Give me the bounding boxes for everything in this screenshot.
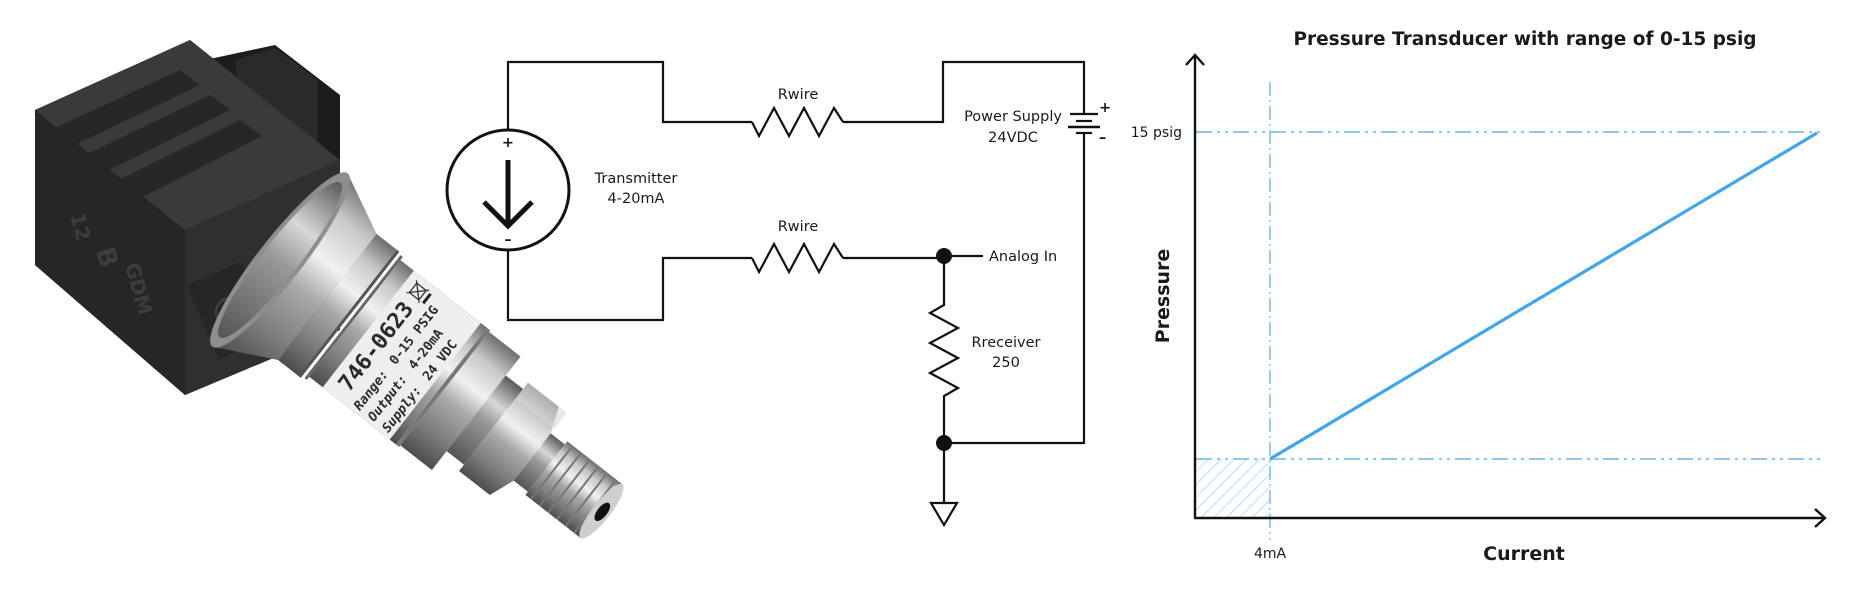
- x-axis-label: Current: [1483, 543, 1565, 565]
- node-ground: [936, 435, 952, 451]
- weee-bin-icon: [406, 280, 432, 305]
- x-axis-arrow-icon: [1814, 508, 1827, 528]
- dead-zone-hatch: [1196, 459, 1270, 517]
- pressure-port: [594, 502, 611, 522]
- analog-in-label: Analog In: [989, 249, 1057, 265]
- wire-right: [944, 133, 1086, 445]
- circuit-schematic: + – Transmitter 4-20mA Rwire Rwire Power…: [445, 60, 1111, 528]
- battery-icon: [1068, 112, 1100, 135]
- y-axis-label: Pressure: [1152, 249, 1174, 344]
- receiver-value: 250: [992, 355, 1020, 371]
- wire-top-right: [843, 60, 1086, 124]
- chart-title: Pressure Transducer with range of 0-15 p…: [1293, 29, 1756, 50]
- battery-plus: +: [1099, 100, 1111, 116]
- receiver-name: Rreceiver: [971, 335, 1040, 351]
- node-analog-in: [936, 248, 952, 264]
- transmitter-minus: –: [504, 232, 511, 248]
- resistor-rreceiver: [927, 256, 961, 443]
- wire-bottom: [506, 250, 752, 322]
- transmitter-range: 4-20mA: [608, 191, 665, 207]
- transmitter-plus: +: [502, 135, 514, 151]
- current-arrow-head: [482, 200, 534, 230]
- current-source-icon: [445, 128, 571, 252]
- y-axis-arrow-icon: [1185, 53, 1205, 66]
- stainless-body: 746-0623 Range: 0-15 PSIG Output: 4-20mA…: [210, 172, 624, 539]
- chart-canvas: Pressure Transducer with range of 0-15 p…: [1131, 29, 1827, 565]
- battery-minus: –: [1099, 130, 1106, 146]
- wire-top: [506, 60, 752, 130]
- pressure-line: [1269, 131, 1818, 461]
- transducer-illustration: 12 B GDM 746-0623 Range: 0-15 PSIG Outpu…: [35, 40, 624, 539]
- transmitter-name: Transmitter: [594, 171, 678, 187]
- rwire-top-label: Rwire: [778, 87, 819, 103]
- ground-icon: [929, 501, 959, 528]
- x-tick-4ma: 4mA: [1254, 546, 1287, 562]
- resistor-rwire-bottom: [751, 241, 844, 275]
- resistor-rwire-top: [751, 105, 844, 139]
- pressure-transducer-photo: 12 B GDM 746-0623 Range: 0-15 PSIG Outpu…: [0, 0, 700, 608]
- y-tick-15psig: 15 psig: [1131, 125, 1182, 141]
- rwire-bottom-label: Rwire: [778, 219, 819, 235]
- current-loop-circuit: + – Transmitter 4-20mA Rwire Rwire Power…: [440, 0, 1140, 608]
- power-supply-voltage: 24VDC: [988, 130, 1038, 146]
- threaded-fitting: [525, 441, 624, 539]
- pressure-current-chart: Pressure Transducer with range of 0-15 p…: [1100, 0, 1876, 608]
- product-label: [322, 270, 481, 440]
- power-supply-name: Power Supply: [964, 109, 1062, 125]
